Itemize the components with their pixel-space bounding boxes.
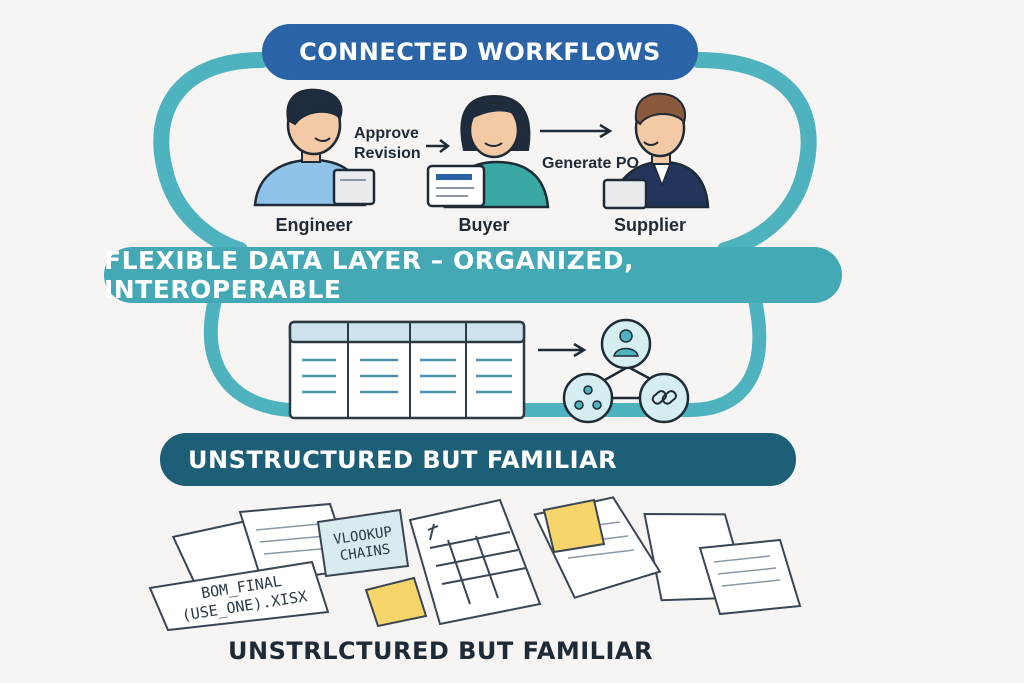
approve-revision-label: Approve Revision xyxy=(354,124,421,164)
flexible-data-layer-title: FLEXIBLE DATA LAYER – ORGANIZED, INTEROP… xyxy=(104,246,635,304)
supplier-illustration xyxy=(602,92,710,210)
bom-file-card xyxy=(148,560,330,632)
paper-pile xyxy=(148,496,802,632)
engineer-illustration xyxy=(253,88,376,207)
flexible-data-layer-banner: FLEXIBLE DATA LAYER – ORGANIZED, INTEROP… xyxy=(104,246,842,304)
supplier-label: Supplier xyxy=(613,215,686,235)
buyer-label: Buyer xyxy=(458,215,510,235)
vlookup-note xyxy=(316,508,410,578)
top-loop-right xyxy=(690,52,817,258)
unstructured-title: UNSTRUCTURED BUT FAMILIAR xyxy=(188,445,618,474)
top-loop-left xyxy=(153,52,270,258)
user-node-icon xyxy=(600,318,652,370)
unstructured-banner: UNSTRUCTURED BUT FAMILIAR xyxy=(160,433,796,486)
generate-po-label: Generate PO xyxy=(542,155,639,172)
mid-loop-left xyxy=(203,293,297,417)
sticky-note-yellow-2 xyxy=(364,576,428,628)
mid-loop-right xyxy=(518,293,767,417)
sticky-note-yellow-1 xyxy=(542,498,606,554)
bottom-caption: UNSTRLCTURED BUT FAMILIAR xyxy=(228,637,653,665)
approve-label-line1: Approve xyxy=(354,125,419,142)
network-illustration xyxy=(562,318,690,424)
buyer-illustration xyxy=(426,94,550,209)
data-table-illustration xyxy=(288,320,526,420)
approve-label-line2: Revision xyxy=(354,145,421,162)
link-node-icon xyxy=(638,372,690,424)
flow-node-icon xyxy=(562,372,614,424)
connected-workflows-banner: CONNECTED WORKFLOWS xyxy=(262,24,698,80)
engineer-label: Engineer xyxy=(275,215,353,235)
connected-workflows-title: CONNECTED WORKFLOWS xyxy=(299,38,661,66)
